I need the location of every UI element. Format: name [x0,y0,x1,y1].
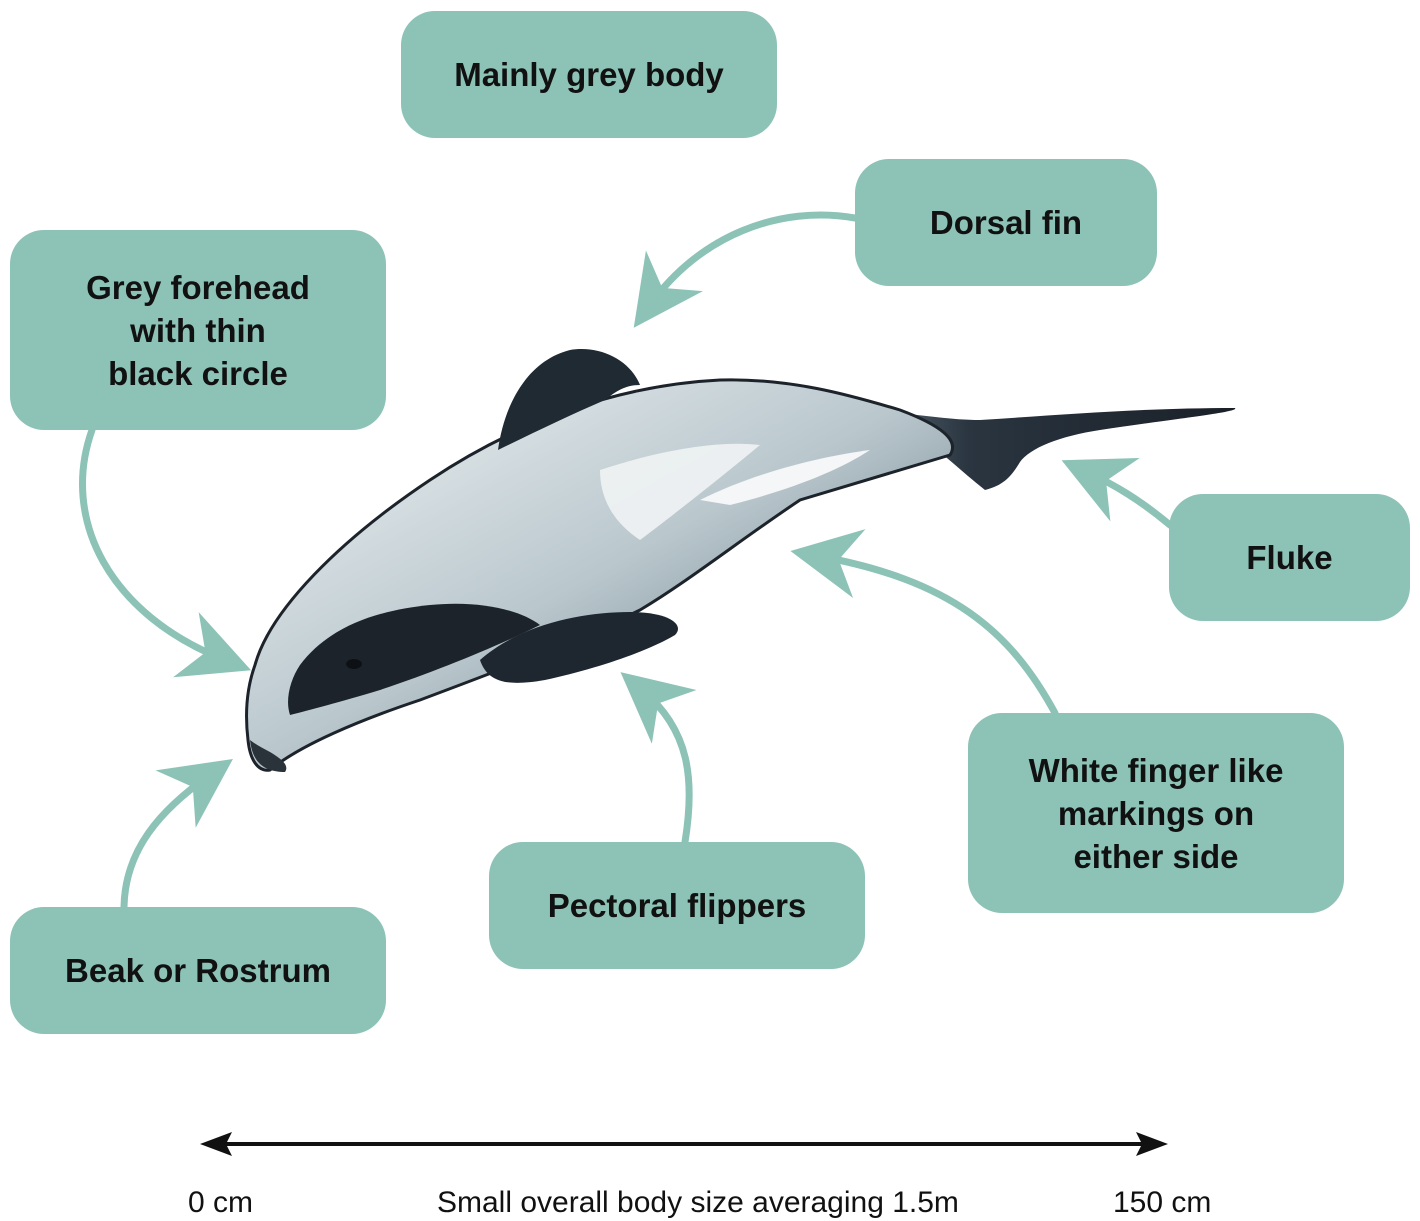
arrow-dorsal [650,215,855,305]
label-grey-forehead: Grey forehead with thin black circle [10,230,386,430]
eye-shape [346,659,362,669]
arrow-finger [818,556,1055,713]
dolphin-illustration [246,349,1235,772]
label-dorsal-fin: Dorsal fin [855,159,1157,286]
scale-caption: Small overall body size averaging 1.5m [437,1186,959,1220]
arrow-forehead [83,430,225,660]
label-pectoral-flippers: Pectoral flippers [489,842,865,969]
label-white-finger-markings: White finger like markings on either sid… [968,713,1344,913]
arrow-fluke [1087,472,1170,525]
arrow-beak [124,775,210,907]
body-shape [246,380,952,770]
arrow-pectoral [642,690,689,842]
label-mainly-grey-body: Mainly grey body [401,11,777,138]
scale-bar [200,1132,1168,1156]
label-beak-or-rostrum: Beak or Rostrum [10,907,386,1034]
scale-start-label: 0 cm [188,1186,253,1220]
label-fluke: Fluke [1169,494,1410,621]
scale-end-label: 150 cm [1113,1186,1211,1220]
